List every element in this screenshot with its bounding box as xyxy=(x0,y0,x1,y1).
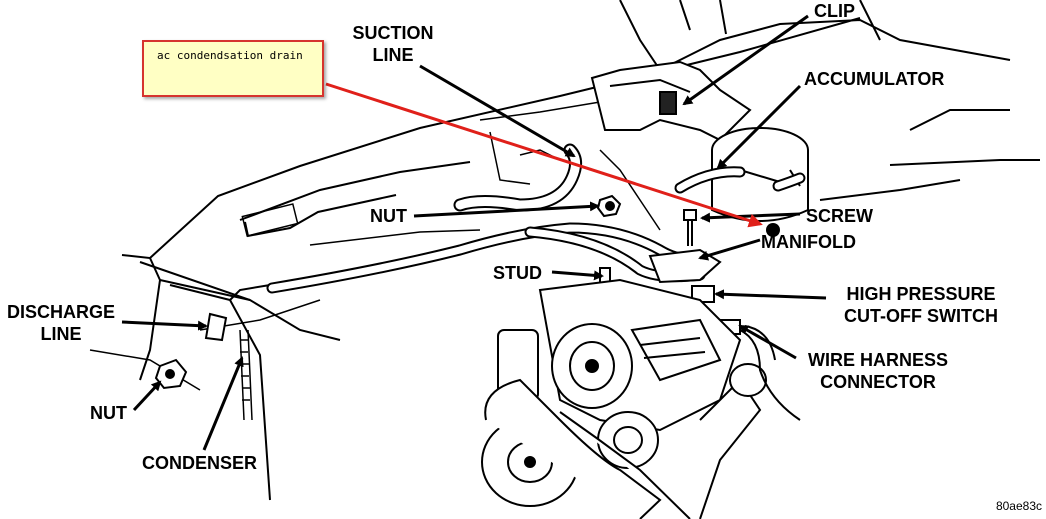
condenser-edge xyxy=(239,329,253,421)
label-high-pressure: HIGH PRESSURE CUT-OFF SWITCH xyxy=(826,283,1016,327)
label-screw: SCREW xyxy=(806,206,873,226)
fittings xyxy=(154,194,741,390)
label-suction-line: SUCTION LINE xyxy=(345,22,441,66)
suction-line-arrow xyxy=(419,64,576,158)
label-stud: STUD xyxy=(493,263,542,283)
figure-code: 80ae83c xyxy=(995,499,1042,513)
label-discharge-line-1: DISCHARGE xyxy=(6,302,115,322)
label-nut-bottom: NUT xyxy=(90,403,127,423)
suction-hose xyxy=(266,143,806,294)
label-nut-top: NUT xyxy=(370,206,407,226)
compressor xyxy=(538,278,742,432)
vehicle-body-outline xyxy=(121,0,1040,501)
label-manifold: MANIFOLD xyxy=(761,232,856,252)
label-high-pressure-1: HIGH PRESSURE xyxy=(846,284,996,304)
label-suction-line-2: LINE xyxy=(372,45,414,65)
discharge-line-arrow xyxy=(121,320,208,331)
clip-arrow xyxy=(682,14,809,106)
annotation-note: ac condendsation drain xyxy=(142,40,324,97)
nut-bottom-arrow xyxy=(132,380,162,412)
label-wire-harness-1: WIRE HARNESS xyxy=(807,350,948,370)
label-wire-harness-2: CONNECTOR xyxy=(820,372,936,392)
accumulator-arrow xyxy=(716,84,802,170)
annotation-note-text: ac condendsation drain xyxy=(157,49,303,62)
belt-pulleys xyxy=(481,329,767,519)
label-accumulator: ACCUMULATOR xyxy=(804,69,945,89)
stud-arrow xyxy=(551,270,604,281)
label-discharge-line-2: LINE xyxy=(40,324,82,344)
label-clip: CLIP xyxy=(814,1,856,21)
label-suction-line-1: SUCTION xyxy=(352,23,434,43)
callout-arrows xyxy=(121,14,827,451)
label-wire-harness: WIRE HARNESS CONNECTOR xyxy=(792,349,964,393)
wire-harness-arrow xyxy=(738,324,797,360)
label-high-pressure-2: CUT-OFF SWITCH xyxy=(844,306,998,326)
label-discharge-line: DISCHARGE LINE xyxy=(0,301,122,345)
annotation-arrow xyxy=(325,82,780,237)
label-condenser: CONDENSER xyxy=(142,453,258,473)
manifold-arrow xyxy=(698,238,761,261)
nut-top-arrow xyxy=(413,201,600,218)
accumulator-bracket xyxy=(590,60,752,142)
condenser-arrow xyxy=(202,356,244,451)
high-pressure-arrow xyxy=(714,289,827,300)
